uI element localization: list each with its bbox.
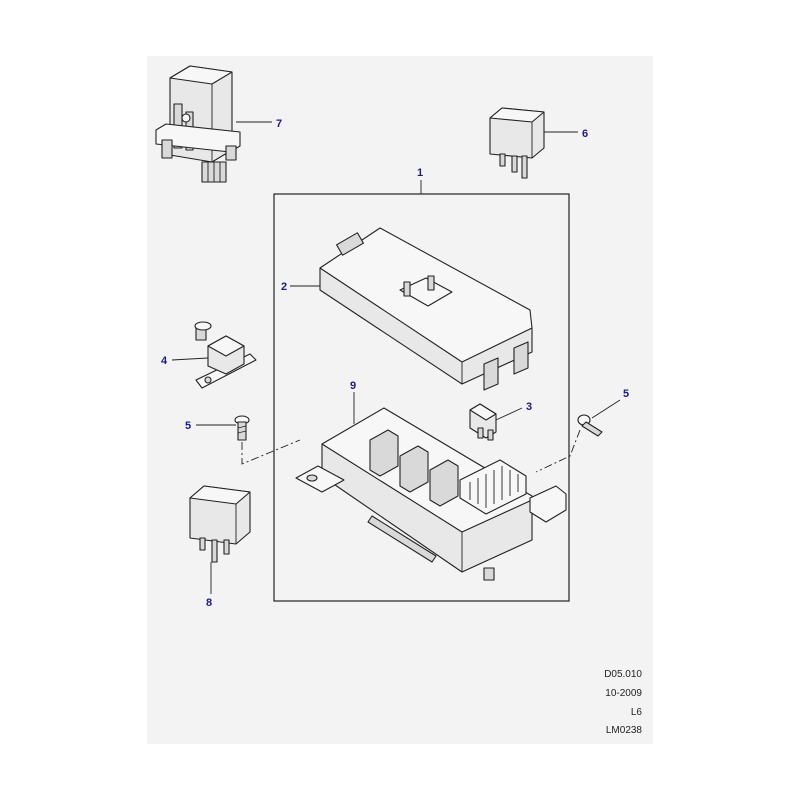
part-fuse-box-lid[interactable] [319,227,533,391]
part-fuse-box-base[interactable] [295,407,567,581]
leader-4 [171,357,209,361]
ref-date: 10-2009 [605,688,642,699]
leader-5-right [591,399,621,419]
leader-3 [495,407,523,421]
ref-model: L6 [630,707,642,718]
part-small-relay-bottom[interactable] [189,485,251,563]
fixing-path-right [535,429,581,473]
callout-3: 3 [526,401,532,413]
part-large-relay[interactable] [155,65,241,183]
ref-code: D05.010 [604,669,642,680]
part-screw-right[interactable] [577,414,603,437]
part-fuse[interactable] [469,403,497,441]
callout-7: 7 [276,118,282,130]
assembly-frame [273,193,570,602]
part-small-relay-top[interactable] [489,107,545,179]
callout-5-right: 5 [623,388,629,400]
part-diode-pack[interactable] [194,321,257,389]
callout-8: 8 [206,597,212,609]
part-screw-left[interactable] [234,415,250,441]
callout-6: 6 [582,128,588,140]
callout-1: 1 [417,167,423,179]
fixing-path-left [241,439,301,465]
callout-2: 2 [281,281,287,293]
ref-drawing-number: LM0238 [605,725,642,736]
callout-5-left: 5 [185,420,191,432]
callout-9: 9 [350,380,356,392]
callout-4: 4 [161,355,168,367]
